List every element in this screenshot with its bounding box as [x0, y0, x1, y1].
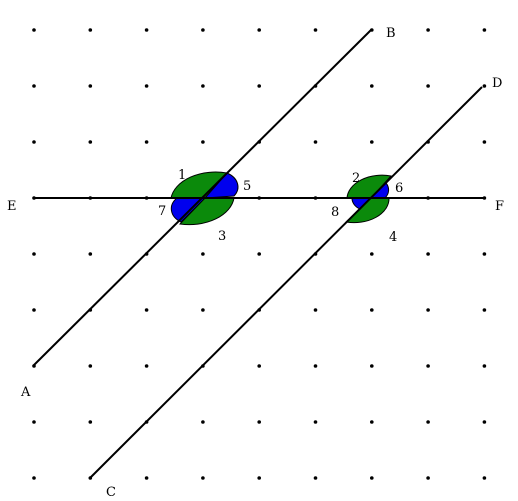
angle-label-5: 5 — [243, 179, 251, 194]
grid-dot — [482, 140, 487, 144]
grid-dot — [88, 28, 93, 32]
grid-dot — [426, 364, 430, 368]
grid-dot — [201, 84, 205, 88]
grid-dot — [88, 252, 93, 256]
grid-dot — [32, 252, 36, 256]
grid-dot — [370, 84, 374, 88]
grid-dot — [144, 140, 149, 144]
grid-dot — [313, 28, 318, 32]
grid-dot — [482, 476, 487, 480]
grid-dot — [482, 420, 487, 424]
angle-label-6: 6 — [395, 181, 403, 196]
grid-dot — [32, 308, 36, 312]
grid-dot — [426, 84, 430, 88]
grid-dot — [201, 420, 205, 424]
point-label-c: C — [106, 485, 116, 500]
angle-label-2: 2 — [352, 171, 360, 186]
point-label-b: B — [386, 26, 396, 41]
grid-dot — [32, 420, 36, 424]
grid-dot — [257, 476, 262, 480]
grid-dot — [370, 476, 374, 480]
grid-dot — [144, 364, 149, 368]
grid-dot — [88, 84, 93, 88]
grid-dot — [88, 420, 93, 424]
grid-dot — [257, 84, 262, 88]
grid-dot — [32, 84, 36, 88]
angle-label-3: 3 — [218, 229, 226, 244]
angle-label-4: 4 — [389, 230, 397, 245]
grid-dot — [313, 140, 318, 144]
grid-dot — [370, 252, 374, 256]
angle-3-sector — [178, 197, 235, 226]
grid-dot — [144, 84, 149, 88]
grid-dot — [482, 308, 487, 312]
grid-dot — [32, 28, 36, 32]
point-label-a: A — [20, 385, 31, 400]
grid-dot — [201, 308, 205, 312]
grid-dot — [144, 28, 149, 32]
grid-dot — [426, 476, 430, 480]
grid-dot — [482, 252, 487, 256]
point-label-e: E — [7, 199, 17, 214]
grid-dot — [370, 364, 374, 368]
grid-dot — [144, 476, 149, 480]
grid-dot — [313, 420, 318, 424]
grid-dot — [257, 420, 262, 424]
grid-dot — [32, 476, 36, 480]
grid-dot — [257, 252, 262, 256]
grid-dot — [88, 364, 93, 368]
angle-label-8: 8 — [331, 205, 339, 220]
line-cd — [89, 86, 483, 479]
grid-dot — [426, 308, 430, 312]
grid-dot — [482, 364, 487, 368]
grid-dot — [370, 140, 374, 144]
grid-dot — [313, 476, 318, 480]
grid-dot — [88, 140, 93, 144]
point-label-f: F — [495, 199, 504, 214]
line-ab — [32, 29, 372, 367]
grid-dot — [370, 420, 374, 424]
grid-dot — [257, 28, 262, 32]
grid-dot — [370, 308, 374, 312]
grid-dot — [482, 84, 487, 88]
grid-dot — [201, 476, 205, 480]
grid-dot — [313, 364, 318, 368]
grid-dot — [32, 140, 36, 144]
angle-label-1: 1 — [178, 168, 186, 183]
grid-dot — [201, 28, 205, 32]
angle-4-sector — [344, 197, 390, 224]
point-label-d: D — [492, 76, 502, 91]
grid-dot — [144, 308, 149, 312]
grid-dot — [201, 140, 205, 144]
angle-label-7: 7 — [158, 204, 166, 219]
angle-1-sector — [170, 171, 228, 199]
grid-dot — [426, 420, 430, 424]
grid-dot — [426, 252, 430, 256]
grid-dot — [313, 308, 318, 312]
grid-dot — [257, 364, 262, 368]
angle-2-sector — [346, 174, 392, 199]
grid-dot — [201, 252, 205, 256]
grid-dot — [426, 28, 430, 32]
grid-dot — [482, 28, 487, 32]
dot-grid — [32, 28, 487, 480]
